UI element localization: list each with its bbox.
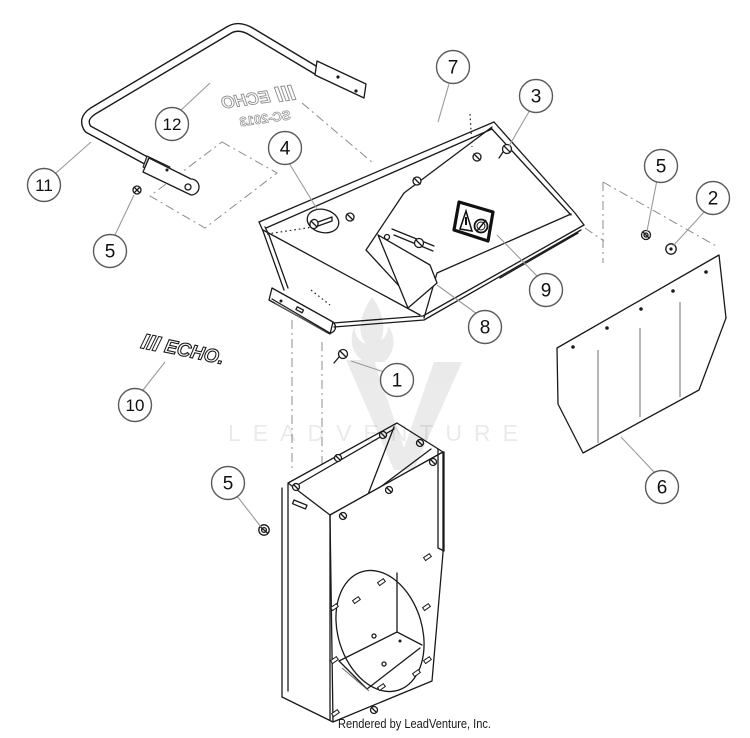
callout-1[interactable]: 1 [379, 362, 415, 398]
handle-mount-plate [314, 60, 367, 99]
svg-text:6: 6 [657, 478, 668, 499]
bracket-hole [184, 183, 192, 191]
echo-logo-bars [273, 86, 284, 103]
svg-text:3: 3 [531, 87, 542, 108]
callout-11[interactable]: 11 [26, 167, 62, 203]
screw-3 [498, 143, 513, 159]
attribution-text: Rendered by LeadVenture, Inc. [338, 717, 491, 731]
svg-text:5: 5 [105, 242, 116, 263]
svg-text:11: 11 [35, 176, 53, 195]
duct-screws [291, 430, 438, 715]
svg-text:9: 9 [541, 281, 552, 302]
callout-9[interactable]: 9 [528, 272, 564, 308]
callout-5-right[interactable]: 5 [643, 148, 679, 184]
decal-12-model-text: SC-2013 [239, 107, 292, 129]
v-swoosh-icon [346, 360, 462, 470]
callout-7[interactable]: 7 [435, 49, 471, 85]
svg-text:2: 2 [708, 189, 719, 210]
nut-5-bottom [258, 524, 270, 536]
warning-triangle-icon [459, 208, 474, 232]
flap-panel [556, 254, 727, 454]
callout-3[interactable]: 3 [518, 78, 554, 114]
callout-6[interactable]: 6 [644, 469, 680, 505]
svg-text:8: 8 [480, 318, 491, 339]
deflector-plate [377, 228, 438, 309]
callout-4[interactable]: 4 [267, 130, 303, 166]
callout-5-bottom[interactable]: 5 [210, 465, 246, 501]
echo-logo-bars [286, 84, 297, 101]
callout-5-topleft[interactable]: 5 [92, 233, 128, 269]
callout-10[interactable]: 10 [117, 387, 153, 423]
nut-5-right [640, 229, 652, 241]
leadventure-watermark [346, 297, 462, 470]
decal-12-brand-text: ECHO [220, 87, 271, 113]
screw-5-topleft [132, 185, 142, 195]
echo-logo-bars [145, 334, 158, 351]
decal-12-mirrored: ECHO SC-2013 [220, 84, 297, 130]
decal-10-brand-text: ECHO. [163, 336, 226, 369]
flame-icon [351, 297, 394, 362]
svg-text:1: 1 [392, 371, 403, 392]
callout-2[interactable]: 2 [695, 180, 731, 216]
echo-logo-bars [151, 335, 163, 352]
callout-12[interactable]: 12 [154, 106, 190, 142]
lower-duct-box [281, 422, 445, 723]
hopper-assembly [258, 113, 585, 364]
washer-2 [665, 243, 677, 255]
watermark-text: LEADVENTURE [228, 420, 530, 446]
rim-screw [412, 176, 422, 186]
callout-8[interactable]: 8 [467, 309, 503, 345]
svg-text:7: 7 [448, 58, 459, 79]
screw-1 [333, 348, 349, 364]
rim-screw [345, 212, 355, 222]
handle-tube-fill [82, 24, 326, 165]
svg-text:10: 10 [126, 396, 145, 415]
warning-label [452, 200, 495, 243]
handle-assembly [80, 22, 367, 196]
hopper-chute [268, 287, 337, 335]
bracket-dot [165, 168, 169, 172]
rim-screw [472, 152, 482, 162]
svg-text:5: 5 [223, 474, 234, 495]
decal-10-echo: ECHO. [139, 333, 226, 370]
plate-hole [336, 75, 340, 79]
svg-text:4: 4 [280, 139, 291, 160]
echo-logo-bars [139, 333, 152, 350]
duct-slots [329, 552, 433, 718]
echo-logo-bars [280, 85, 291, 102]
leader-lines [55, 82, 706, 528]
svg-text:5: 5 [656, 157, 667, 178]
svg-text:12: 12 [163, 115, 182, 134]
detail-circle-part-4 [306, 208, 340, 234]
plate-hole [354, 89, 358, 93]
